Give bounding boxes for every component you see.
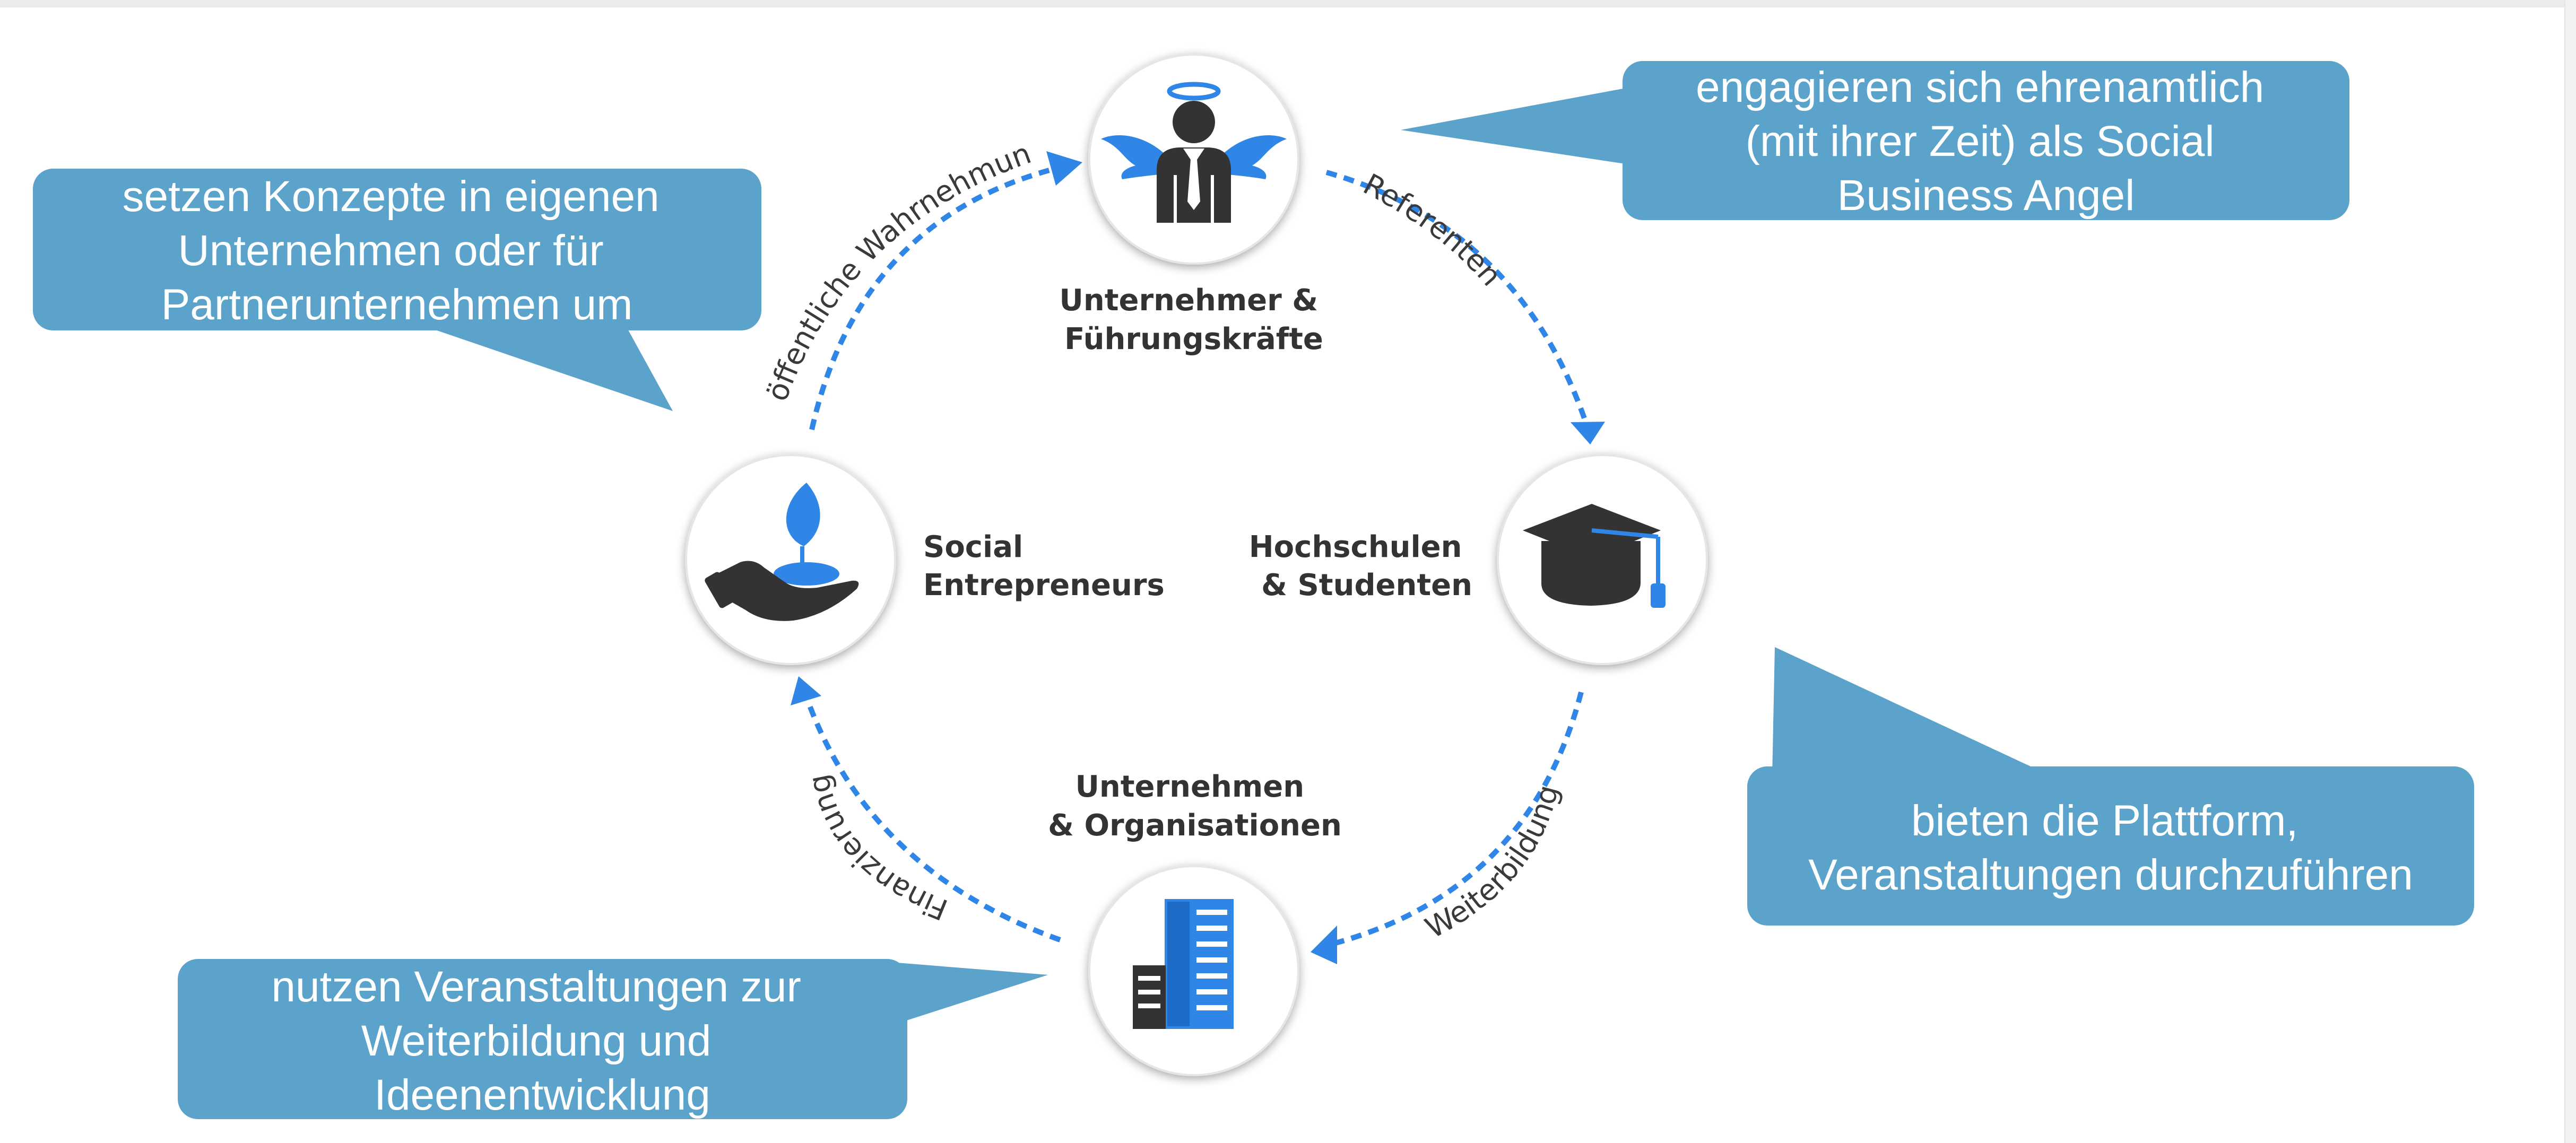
- node-right: [1497, 454, 1708, 665]
- callout-text: bieten die Plattform, Veranstaltungen du…: [1808, 797, 2413, 899]
- callout-tail: [1401, 88, 1629, 164]
- arrowhead-left: [791, 676, 821, 705]
- arrow-top-to-right: [1325, 170, 1592, 433]
- node-label-top: Unternehmer & Führungskräfte: [1059, 283, 1328, 356]
- node-left: [685, 454, 896, 665]
- angel-businessman-icon: [1101, 82, 1287, 223]
- arrowhead-top: [1046, 151, 1082, 186]
- arrowhead-bottom: [1311, 926, 1337, 964]
- callout-bottom-left: nutzen Veranstaltungen zur Weiterbildung…: [178, 959, 1048, 1119]
- hand-plant-icon: [705, 483, 859, 621]
- office-building-icon: [1133, 899, 1234, 1029]
- node-label-bottom: Unternehmen & Organisationen: [1048, 770, 1342, 843]
- arc-label-referenten: Referenten: [1358, 167, 1508, 292]
- node-bottom: [1088, 865, 1299, 1076]
- top-border-strip: [0, 0, 2576, 7]
- callout-top-right: engagieren sich ehrenamtlich (mit ihrer …: [1401, 61, 2349, 220]
- callout-tail: [897, 963, 1048, 1024]
- callout-box: [1623, 61, 2349, 220]
- node-top: [1088, 54, 1299, 265]
- cycle-arrows: [791, 151, 1605, 964]
- arc-label-weiterbildung: Weiterbildung: [1420, 781, 1566, 945]
- callout-tail: [424, 326, 673, 411]
- arrow-right-to-bottom: [1320, 691, 1584, 949]
- callout-box: [178, 959, 907, 1119]
- right-scrollbar-strip: [2564, 0, 2576, 1143]
- callout-tail: [1772, 647, 2053, 777]
- node-circle-left: [685, 454, 896, 665]
- callout-text: setzen Konzepte in eigenen Unternehmen o…: [123, 172, 672, 329]
- node-label-left: Social Entrepreneurs: [923, 530, 1165, 603]
- callout-box: [33, 169, 761, 330]
- callout-text: engagieren sich ehrenamtlich (mit ihrer …: [1696, 63, 2276, 220]
- callout-bottom-right: bieten die Plattform, Veranstaltungen du…: [1747, 647, 2474, 926]
- arrowhead-right: [1571, 422, 1605, 444]
- arrow-left-to-top: [809, 164, 1062, 431]
- graduation-cap-icon: [1523, 504, 1666, 608]
- arc-label-finanzierung: Finanzierung: [801, 772, 952, 927]
- node-label-right: Hochschulen & Studenten: [1249, 530, 1472, 603]
- callout-text: nutzen Veranstaltungen zur Weiterbildung…: [271, 963, 813, 1119]
- arrow-bottom-to-left: [801, 688, 1061, 943]
- callout-box: [1747, 766, 2474, 926]
- callout-top-left: setzen Konzepte in eigenen Unternehmen o…: [33, 169, 761, 411]
